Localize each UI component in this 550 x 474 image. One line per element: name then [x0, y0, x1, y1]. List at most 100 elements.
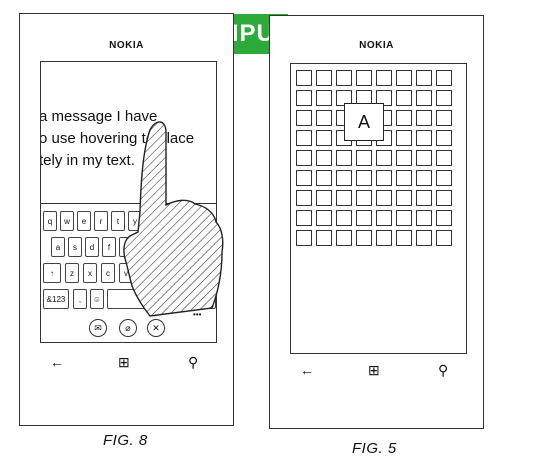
grid-key[interactable]	[316, 230, 332, 246]
grid-key[interactable]	[296, 190, 312, 206]
grid-key[interactable]	[376, 190, 392, 206]
grid-key[interactable]	[396, 70, 412, 86]
message-line-2: o use hovering to place	[40, 130, 195, 147]
search-icon[interactable]: ⚲	[438, 362, 449, 378]
more-dots[interactable]: •••	[193, 310, 202, 319]
grid-key[interactable]	[436, 150, 452, 166]
grid-key[interactable]	[296, 210, 312, 226]
grid-key[interactable]	[416, 210, 432, 226]
key-f[interactable]: f	[102, 237, 116, 257]
key-q[interactable]: q	[43, 211, 57, 231]
grid-key[interactable]	[316, 90, 332, 106]
navbar-fig5: ← ⊞ ⚲	[270, 360, 483, 380]
key-y[interactable]: y	[128, 211, 142, 231]
key-e[interactable]: e	[77, 211, 91, 231]
grid-key[interactable]	[436, 70, 452, 86]
grid-key[interactable]	[376, 230, 392, 246]
grid-key[interactable]	[416, 190, 432, 206]
grid-key[interactable]	[376, 70, 392, 86]
grid-key[interactable]	[296, 170, 312, 186]
grid-key[interactable]	[396, 110, 412, 126]
grid-key[interactable]	[296, 70, 312, 86]
grid-key[interactable]	[376, 90, 392, 106]
grid-key[interactable]	[396, 230, 412, 246]
back-icon[interactable]: ←	[300, 362, 314, 378]
grid-key[interactable]	[316, 170, 332, 186]
grid-key[interactable]	[396, 90, 412, 106]
grid-key[interactable]	[376, 150, 392, 166]
grid-key[interactable]	[416, 150, 432, 166]
grid-key[interactable]	[316, 190, 332, 206]
grid-key[interactable]	[356, 170, 372, 186]
key-symbols[interactable]: &123	[43, 289, 69, 309]
grid-key[interactable]	[416, 170, 432, 186]
grid-key[interactable]	[316, 130, 332, 146]
key-x[interactable]: x	[83, 263, 97, 283]
grid-key[interactable]	[436, 110, 452, 126]
key-enter[interactable]: ↵	[203, 289, 216, 309]
grid-key[interactable]	[356, 190, 372, 206]
key-shift[interactable]: ↑	[43, 263, 61, 283]
grid-key[interactable]	[336, 170, 352, 186]
grid-key[interactable]	[396, 190, 412, 206]
grid-key[interactable]	[416, 130, 432, 146]
grid-key[interactable]	[396, 210, 412, 226]
magnified-key-popup: A	[344, 103, 384, 141]
grid-key[interactable]	[316, 70, 332, 86]
grid-key[interactable]	[396, 170, 412, 186]
key-w[interactable]: w	[60, 211, 74, 231]
grid-key[interactable]	[356, 70, 372, 86]
grid-key[interactable]	[316, 150, 332, 166]
key-s[interactable]: s	[68, 237, 82, 257]
grid-key[interactable]	[336, 230, 352, 246]
grid-key[interactable]	[336, 210, 352, 226]
grid-key[interactable]	[296, 150, 312, 166]
grid-key[interactable]	[376, 170, 392, 186]
back-icon[interactable]: ←	[50, 354, 64, 370]
key-r[interactable]: r	[94, 211, 108, 231]
grid-key[interactable]	[416, 70, 432, 86]
key-emoji[interactable]: ☺	[90, 289, 104, 309]
grid-key[interactable]	[436, 90, 452, 106]
grid-key[interactable]	[296, 90, 312, 106]
grid-key[interactable]	[336, 190, 352, 206]
fig8-label: FIG. 8	[103, 432, 148, 449]
windows-home-icon[interactable]: ⊞	[368, 362, 380, 378]
key-g[interactable]: g	[119, 237, 133, 257]
key-period[interactable]: .	[187, 289, 201, 309]
key-t[interactable]: t	[111, 211, 125, 231]
grid-key[interactable]	[296, 230, 312, 246]
grid-key[interactable]	[416, 90, 432, 106]
close-icon[interactable]: ✕	[147, 319, 165, 337]
key-z[interactable]: z	[65, 263, 79, 283]
key-space[interactable]: space	[107, 289, 183, 309]
grid-key[interactable]	[416, 110, 432, 126]
grid-key[interactable]	[436, 190, 452, 206]
paperclip-icon[interactable]: ⌀	[119, 319, 137, 337]
grid-key[interactable]	[396, 130, 412, 146]
key-v[interactable]: v	[119, 263, 133, 283]
grid-key[interactable]	[296, 110, 312, 126]
grid-key[interactable]	[356, 230, 372, 246]
grid-key[interactable]	[396, 150, 412, 166]
windows-home-icon[interactable]: ⊞	[118, 354, 130, 370]
search-icon[interactable]: ⚲	[188, 354, 199, 370]
grid-key[interactable]	[316, 210, 332, 226]
attach-icon[interactable]: ✉	[89, 319, 107, 337]
grid-key[interactable]	[436, 130, 452, 146]
grid-key[interactable]	[436, 230, 452, 246]
grid-key[interactable]	[376, 210, 392, 226]
grid-key[interactable]	[296, 130, 312, 146]
grid-key[interactable]	[316, 110, 332, 126]
key-d[interactable]: d	[85, 237, 99, 257]
grid-key[interactable]	[336, 70, 352, 86]
key-c[interactable]: c	[101, 263, 115, 283]
key-comma[interactable]: ,	[73, 289, 87, 309]
grid-key[interactable]	[436, 210, 452, 226]
grid-key[interactable]	[416, 230, 432, 246]
grid-key[interactable]	[356, 210, 372, 226]
key-a[interactable]: a	[51, 237, 65, 257]
grid-key[interactable]	[436, 170, 452, 186]
grid-key[interactable]	[356, 150, 372, 166]
grid-key[interactable]	[336, 150, 352, 166]
